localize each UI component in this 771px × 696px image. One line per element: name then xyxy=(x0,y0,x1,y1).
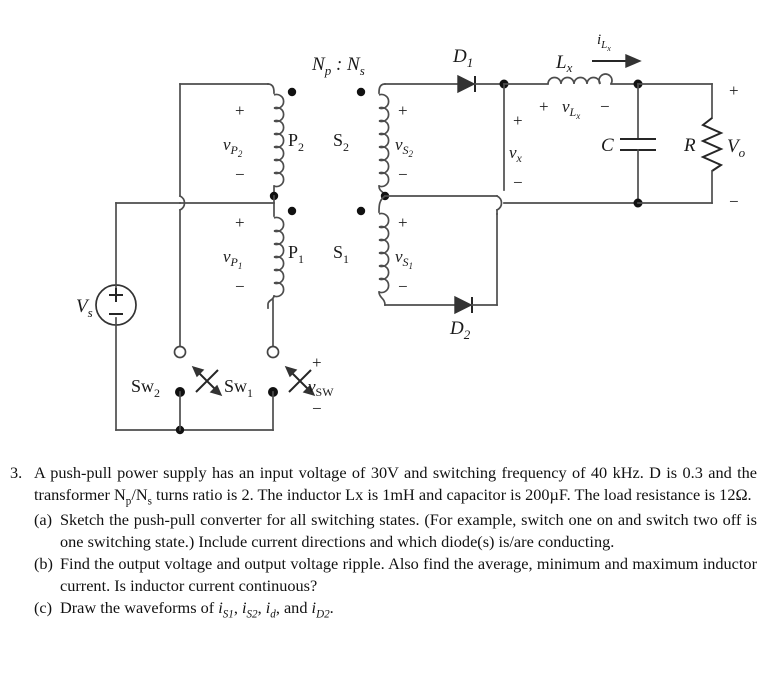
inductor-lx-label: Lx xyxy=(555,52,573,75)
vp2-minus: − xyxy=(235,165,245,184)
s2-winding-label: S2 xyxy=(333,130,349,154)
vlx-plus: + xyxy=(539,97,549,116)
inductor-lx-coil xyxy=(547,73,613,85)
sw2-arrowhead-down xyxy=(209,384,223,397)
diode-d1-label: D1 xyxy=(452,46,473,70)
sw1-arrowhead-up xyxy=(284,365,298,378)
turns-ratio-np: N xyxy=(311,54,326,75)
sw1-blade-2 xyxy=(288,369,312,393)
s2-lead-top xyxy=(378,83,386,94)
sw1-open-terminal[interactable] xyxy=(266,345,280,359)
ilx-arrowhead xyxy=(625,53,642,69)
part-b-tag: (b) xyxy=(34,553,53,573)
question-part-a: (a) Sketch the push-pull converter for a… xyxy=(10,509,757,553)
capacitor-label: C xyxy=(601,135,614,156)
part-b-text: Find the output voltage and output volta… xyxy=(60,553,757,595)
sw2-arrowhead-up xyxy=(191,365,205,378)
resistor-label: R xyxy=(683,135,696,156)
part-a-text: Sketch the push-pull converter for all s… xyxy=(60,510,757,551)
vs2-plus: + xyxy=(398,101,408,120)
secondary-winding-s1 xyxy=(378,212,390,294)
vp2-label: vP2 xyxy=(223,135,243,159)
turns-ratio-ns: N xyxy=(346,54,361,75)
vx-label: vx xyxy=(509,143,523,165)
wire-hop-secondary xyxy=(495,194,503,212)
output-plus: + xyxy=(729,81,739,100)
vs1-minus: − xyxy=(398,277,408,296)
p2-lead-top xyxy=(267,83,275,94)
vx-plus: + xyxy=(513,111,523,130)
vlx-label: vLx xyxy=(562,97,580,121)
vlx-minus: − xyxy=(600,97,610,116)
dot-marker-s2 xyxy=(356,87,366,97)
part-a-tag: (a) xyxy=(34,510,53,530)
vs2-minus: − xyxy=(398,165,408,184)
vp1-plus: + xyxy=(235,213,245,232)
primary-winding-p2 xyxy=(273,93,285,188)
part-c-tag: (c) xyxy=(34,597,53,617)
inductor-current-label: iLx xyxy=(597,32,611,53)
vs1-plus: + xyxy=(398,213,408,232)
vsw-plus: + xyxy=(312,353,322,372)
secondary-winding-s2 xyxy=(378,93,390,188)
question-part-b: (b) Find the output voltage and output v… xyxy=(10,553,757,597)
sw2-blade-2 xyxy=(195,369,219,393)
dot-marker-s1 xyxy=(356,206,366,216)
part-c-text: Draw the waveforms of iS1, iS2, id, and … xyxy=(60,597,334,620)
p1-winding-label: P1 xyxy=(288,242,304,266)
circuit-diagram: Np : Ns Vs + vP2 − P2 + vP1 − P1 S2 + vS… xyxy=(76,32,746,435)
sw2-label: Sw2 xyxy=(131,376,160,400)
vp2-plus: + xyxy=(235,101,245,120)
vs1-label: vS1 xyxy=(395,247,413,271)
primary-winding-p1 xyxy=(273,216,285,298)
load-resistor-zigzag xyxy=(700,117,724,172)
output-minus: − xyxy=(729,192,739,211)
source-label: Vs xyxy=(76,296,93,320)
s1-winding-label: S1 xyxy=(333,242,349,266)
output-voltage-label: Vo xyxy=(727,136,746,160)
diode-d2-label: D2 xyxy=(449,318,471,342)
sw1-arrowhead-down xyxy=(302,384,316,397)
p1-lead-bottom xyxy=(267,295,275,309)
question-stem-row: 3. A push-pull power supply has an input… xyxy=(10,462,757,509)
vx-minus: − xyxy=(513,173,523,192)
diode-d2-triangle xyxy=(454,295,473,315)
question-number: 3. xyxy=(10,463,23,482)
vsw-label: vSW xyxy=(308,377,334,399)
question-part-c: (c) Draw the waveforms of iS1, iS2, id, … xyxy=(10,597,757,622)
vp1-minus: − xyxy=(235,277,245,296)
s1-lead-bottom xyxy=(378,291,386,306)
vs2-label: vS2 xyxy=(395,135,414,159)
question-block: 3. A push-pull power supply has an input… xyxy=(0,462,771,622)
s1-lead-top xyxy=(378,194,387,213)
diode-d1-triangle xyxy=(457,74,476,94)
dot-marker-p2 xyxy=(287,87,297,97)
sw2-open-terminal[interactable] xyxy=(173,345,187,359)
sw1-label: Sw1 xyxy=(224,376,253,400)
source-plus-sign xyxy=(109,288,123,302)
turns-ratio-label: Np : Ns xyxy=(311,54,365,78)
vsw-minus: − xyxy=(312,399,322,418)
vp1-label: vP1 xyxy=(223,247,242,271)
p2-winding-label: P2 xyxy=(288,130,304,154)
dot-marker-p1 xyxy=(287,206,297,216)
question-stem: A push-pull power supply has an input vo… xyxy=(34,463,757,508)
